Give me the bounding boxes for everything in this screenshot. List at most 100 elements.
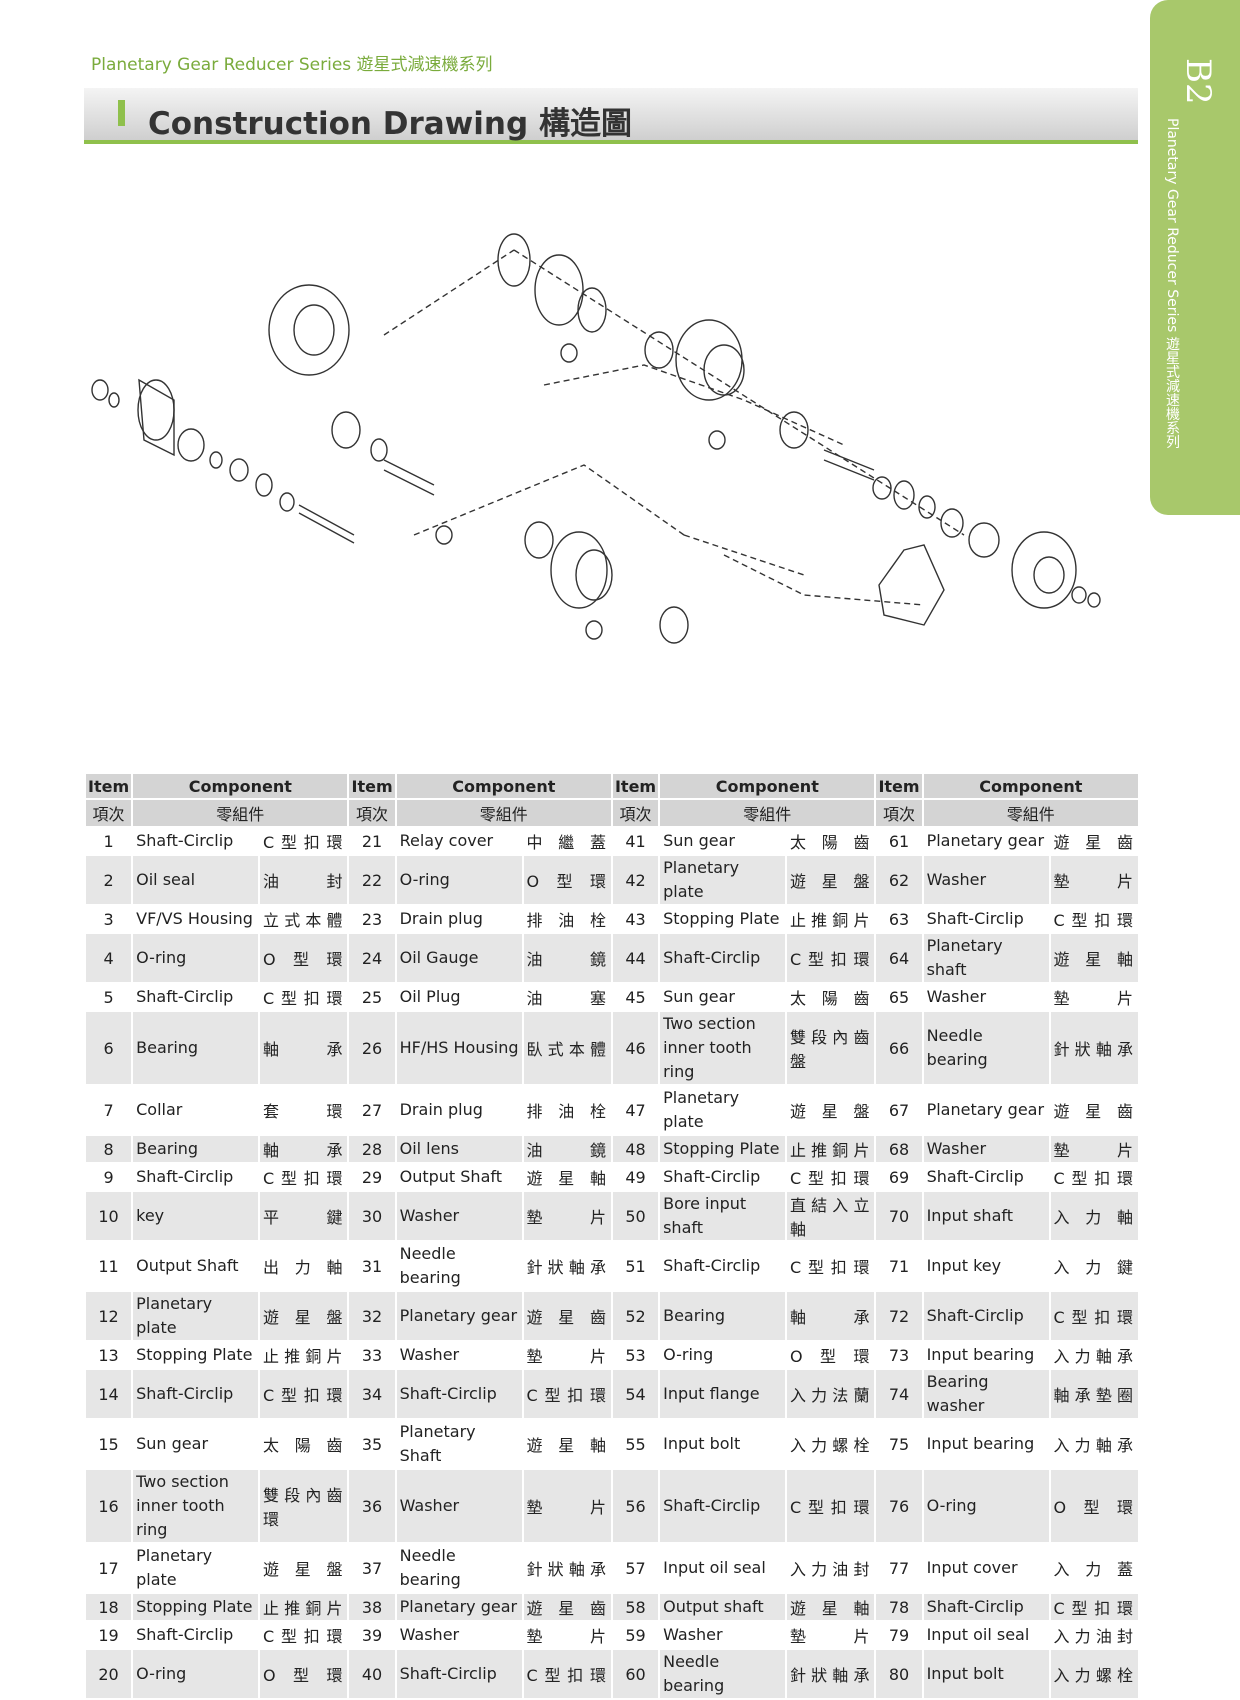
item-number: 3 (103, 909, 114, 929)
component-name-en: Input oil seal (663, 1558, 766, 1577)
component-name-en: Bearing (660, 1292, 786, 1340)
component-name-zh: 墊片 (526, 1627, 608, 1646)
item-number: 40 (349, 1650, 395, 1698)
item-number: 9 (103, 1167, 114, 1187)
item-number: 39 (361, 1625, 383, 1645)
component-name-en: VF/VS Housing (136, 909, 253, 928)
component-name-en: Shaft-Circlip (136, 1167, 234, 1186)
component-name-zh: 針狀軸承 (526, 1258, 608, 1277)
component-name-zh: 臥式本體 (523, 1012, 611, 1084)
component-name-zh: 遊星齒 (523, 1594, 611, 1620)
item-number: 32 (349, 1292, 395, 1340)
component-name-en: Collar (136, 1100, 183, 1119)
item-number: 16 (86, 1470, 132, 1542)
component-name-en: Washer (926, 987, 987, 1006)
component-name-zh: 遊星軸 (526, 1169, 608, 1188)
component-name-zh: 入力鍵 (1053, 1258, 1135, 1277)
item-number: 48 (612, 1136, 659, 1162)
component-header-zh: 零組件 (396, 800, 611, 826)
component-header-zh: 零組件 (660, 800, 875, 826)
item-number: 49 (625, 1167, 646, 1187)
item-number: 44 (612, 934, 659, 982)
component-name-en: Planetary gear (396, 1292, 522, 1340)
component-name-zh: 止推銅片 (260, 1594, 348, 1620)
component-name-en: Needle bearing (660, 1650, 786, 1698)
item-number: 33 (361, 1345, 383, 1365)
item-number: 35 (361, 1434, 383, 1454)
component-name-en: Shaft-Circlip (660, 1470, 786, 1542)
item-number: 59 (625, 1625, 646, 1645)
component-name-zh: O型環 (260, 934, 348, 982)
item-number: 36 (349, 1470, 395, 1542)
component-name-zh: 墊片 (1053, 989, 1135, 1008)
component-name-en: Shaft-Circlip (396, 1650, 522, 1698)
component-name-en: Shaft-Circlip (923, 1292, 1049, 1340)
component-name-zh: C型扣環 (790, 1169, 872, 1188)
item-number: 63 (888, 909, 910, 929)
component-name-en: Input shaft (923, 1192, 1049, 1240)
component-name-en: key (133, 1192, 259, 1240)
component-name-en: Washer (396, 1470, 522, 1542)
side-tab-series-zh: 遊星式減速機系列 (1164, 336, 1180, 449)
item-number: 13 (98, 1345, 119, 1365)
side-tab-series-en: Planetary Gear Reducer Series (1164, 118, 1180, 333)
component-name-en: Planetary plate (663, 1088, 740, 1131)
component-name-en: Shaft-Circlip (923, 1594, 1049, 1620)
component-name-zh: C型扣環 (263, 1169, 345, 1188)
item-number: 56 (612, 1470, 659, 1542)
item-number: 58 (612, 1594, 659, 1620)
component-header: Component (660, 774, 875, 798)
item-header-zh: 項次 (86, 800, 132, 826)
component-name-en: Bearing washer (923, 1370, 1049, 1418)
item-number: 41 (625, 831, 646, 851)
item-number: 34 (349, 1370, 395, 1418)
component-header: Component (133, 774, 348, 798)
item-number: 18 (86, 1594, 132, 1620)
component-name-en: Shaft-Circlip (663, 1167, 761, 1186)
item-number: 42 (612, 856, 659, 904)
item-number: 15 (98, 1434, 119, 1454)
component-name-zh: C型扣環 (787, 934, 875, 982)
component-name-zh: C型扣環 (263, 989, 345, 1008)
item-number: 19 (98, 1625, 119, 1645)
item-number: 52 (612, 1292, 659, 1340)
component-name-zh: C型扣環 (260, 1370, 348, 1418)
item-number: 24 (349, 934, 395, 982)
component-name-zh: C型扣環 (1050, 1594, 1138, 1620)
item-number: 2 (86, 856, 132, 904)
item-number: 54 (612, 1370, 659, 1418)
component-name-zh: 遊星盤 (263, 1560, 345, 1579)
component-name-zh: 直結入立軸 (787, 1192, 875, 1240)
item-number: 22 (349, 856, 395, 904)
component-name-zh: 針狀軸承 (526, 1560, 608, 1579)
component-name-zh: 入力螺栓 (1050, 1650, 1138, 1698)
item-header-zh: 項次 (612, 800, 659, 826)
component-name-zh: 太陽齒 (790, 833, 872, 852)
component-name-zh: 遊星盤 (787, 856, 875, 904)
item-header-zh: 項次 (349, 800, 395, 826)
component-name-zh: 墊片 (523, 1470, 611, 1542)
series-title: Planetary Gear Reducer Series 遊星式減速機系列 (91, 55, 493, 75)
component-name-zh: 入力油封 (1053, 1627, 1135, 1646)
component-name-zh: 雙段內齒盤 (787, 1012, 875, 1084)
side-tab-series: Planetary Gear Reducer Series 遊星式減速機系列 (1162, 118, 1182, 449)
component-name-en: Shaft-Circlip (136, 831, 234, 850)
component-name-zh: 止推銅片 (263, 1347, 345, 1366)
item-number: 4 (86, 934, 132, 982)
component-name-zh: 立式本體 (263, 911, 345, 930)
component-name-zh: 軸承 (260, 1136, 348, 1162)
component-name-en: Sun gear (663, 987, 735, 1006)
item-number: 80 (876, 1650, 922, 1698)
component-name-zh: C型扣環 (790, 1258, 872, 1277)
item-number: 70 (876, 1192, 922, 1240)
component-name-en: Planetary Shaft (399, 1422, 476, 1465)
component-name-zh: 太陽齒 (263, 1436, 345, 1455)
